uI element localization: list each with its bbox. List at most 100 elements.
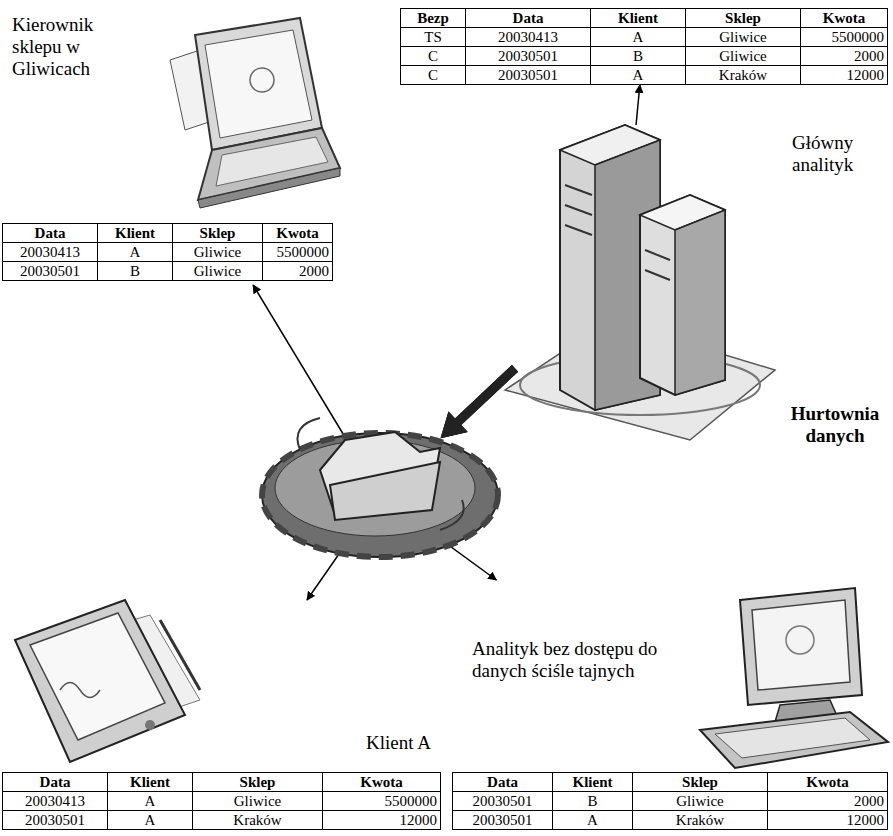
header-row: Data Klient Sklep Kwota	[3, 224, 333, 243]
data-table: DataKlientSklepKwota20030413AGliwice5500…	[2, 223, 333, 281]
cell-value: 20030413	[498, 29, 558, 45]
cell-value: 5500000	[832, 29, 885, 45]
header-cell: Klient	[553, 773, 633, 792]
table-cell: 20030501	[466, 66, 591, 85]
header-cell: Sklep	[173, 224, 263, 243]
column-heading: Sklep	[682, 774, 718, 790]
bold-arrow-line	[458, 368, 515, 421]
data-row: 20030413AGliwice5500000	[3, 243, 333, 262]
column-heading: Data	[35, 225, 66, 241]
cell-value: 2000	[854, 793, 884, 809]
cell-value: Gliwice	[234, 793, 281, 809]
cell-value: Gliwice	[719, 29, 766, 45]
table-cell: 20030413	[3, 792, 108, 811]
cell-value: 20030501	[25, 812, 85, 828]
column-heading: Sklep	[725, 10, 761, 26]
header-cell: Sklep	[193, 773, 323, 792]
cell-value: Kraków	[676, 812, 724, 828]
cell-value: C	[428, 48, 438, 64]
column-heading: Kwota	[823, 10, 866, 26]
header-cell: Kwota	[801, 9, 888, 28]
table-cell: 2000	[801, 47, 888, 66]
table-cell: C	[401, 47, 466, 66]
column-heading: Klient	[618, 10, 658, 26]
header-cell: Data	[3, 224, 98, 243]
cell-value: A	[145, 812, 156, 828]
laptop-illustration	[170, 18, 340, 208]
table-cell: Gliwice	[686, 47, 801, 66]
header-cell: Kwota	[768, 773, 888, 792]
data-table: DataKlientSklepKwota20030413AGliwice5500…	[2, 772, 441, 830]
role-group: Klient ADataKlientSklepKwota20030413AGli…	[0, 600, 450, 836]
table-cell: 2000	[263, 262, 333, 281]
cell-value: 12000	[400, 812, 438, 828]
header-cell: Bezp	[401, 9, 466, 28]
table-cell: 12000	[768, 811, 888, 830]
table-cell: 20030501	[453, 811, 553, 830]
table-cell: 20030413	[3, 243, 98, 262]
header-row: Data Klient Sklep Kwota	[453, 773, 888, 792]
cell-value: TS	[424, 29, 442, 45]
table-cell: C	[401, 66, 466, 85]
column-heading: Kwota	[360, 774, 403, 790]
bold-arrow-line	[458, 368, 515, 421]
table-cell: B	[591, 47, 686, 66]
role-group: Kierownik sklepu w GliwicachDataKlientSk…	[0, 10, 340, 285]
table-cell: B	[98, 262, 173, 281]
cell-value: Gliwice	[676, 793, 723, 809]
cell-value: 20030413	[20, 244, 80, 260]
data-row: C 20030501 B Gliwice 2000	[401, 47, 888, 66]
header-cell: Kwota	[323, 773, 441, 792]
table-cell: Kraków	[686, 66, 801, 85]
data-row: 20030413AGliwice5500000	[3, 792, 441, 811]
header-cell: Sklep	[633, 773, 768, 792]
cell-value: A	[130, 244, 141, 260]
table-cell: 20030501	[3, 262, 98, 281]
column-heading: Sklep	[200, 225, 236, 241]
data-row: 20030501 B Gliwice 2000	[3, 262, 333, 281]
header-row: BezpData Klient Sklep Kwota	[401, 9, 888, 28]
header-row: DataKlientSklepKwota	[3, 773, 441, 792]
cell-value: A	[587, 812, 598, 828]
table-body: Data Klient Sklep Kwota 20030501 B Gliwice 2000…	[453, 773, 888, 830]
cell-value: 20030501	[498, 48, 558, 64]
column-heading: Klient	[573, 774, 613, 790]
cell-value: B	[633, 48, 643, 64]
role-label: Analityk bez dostępu do danych ściśle ta…	[472, 638, 687, 682]
cell-value: Kraków	[719, 67, 767, 83]
column-heading: Data	[487, 774, 518, 790]
header-cell: Klient	[98, 224, 173, 243]
column-heading: Kwota	[806, 774, 849, 790]
cell-value: B	[130, 263, 140, 279]
column-heading: Klient	[115, 225, 155, 241]
cell-value: 20030501	[498, 67, 558, 83]
table-cell: TS	[401, 28, 466, 47]
table-cell: A	[108, 792, 193, 811]
header-cell: Data	[466, 9, 591, 28]
role-group: Główny analitykBezpDataKlientSklepKwotaT…	[400, 8, 887, 85]
arrow-line	[636, 85, 640, 125]
cell-value: 20030501	[473, 812, 533, 828]
role-label: Klient A	[366, 732, 448, 754]
table-cell: Kraków	[193, 811, 323, 830]
table-cell: 20030501	[466, 47, 591, 66]
table-cell: Gliwice	[686, 28, 801, 47]
flow-arrow	[636, 85, 640, 125]
cell-value: B	[587, 793, 597, 809]
header-cell: Data	[453, 773, 553, 792]
data-row: 20030501 A Kraków 12000	[3, 811, 441, 830]
cell-value: Gliwice	[194, 244, 241, 260]
pda-illustration	[15, 600, 200, 762]
table-cell: 20030501	[453, 792, 553, 811]
table-cell: Gliwice	[173, 262, 263, 281]
cell-value: A	[633, 67, 644, 83]
role-group: Analityk bez dostępu do danych ściśle ta…	[450, 580, 893, 836]
table-cell: 20030413	[466, 28, 591, 47]
header-cell: Kwota	[263, 224, 333, 243]
cell-value: 2000	[299, 263, 329, 279]
data-row: TS20030413AGliwice5500000	[401, 28, 888, 47]
cell-value: 20030501	[20, 263, 80, 279]
cell-value: 2000	[854, 48, 884, 64]
table-cell: A	[591, 66, 686, 85]
